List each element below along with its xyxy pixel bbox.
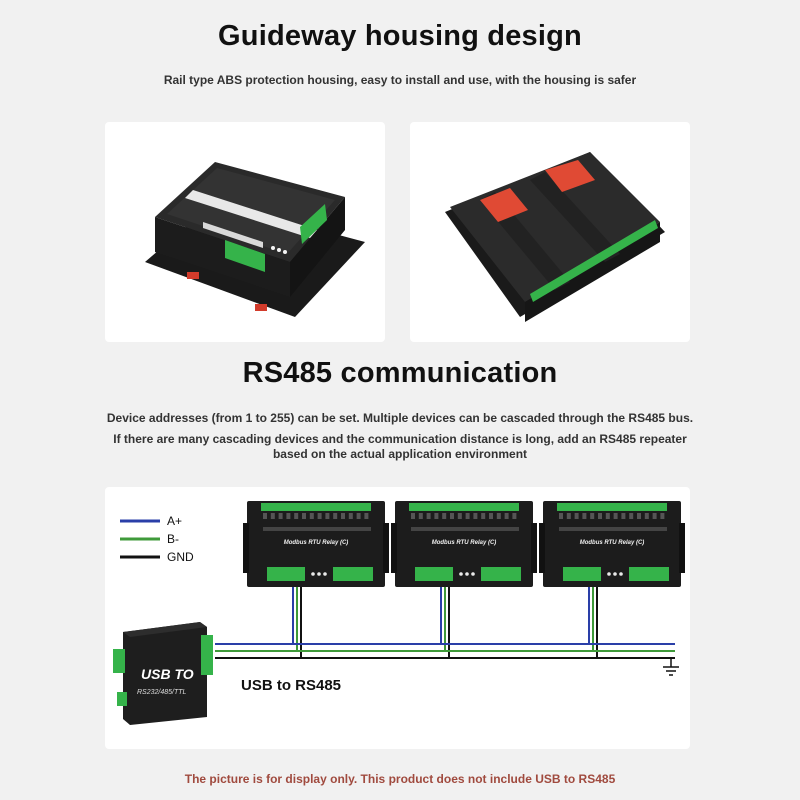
relay-module: Modbus RTU Relay (C) [243, 501, 389, 658]
wire-legend: A+ B- GND [120, 514, 194, 564]
converter-caption: USB to RS485 [241, 677, 341, 694]
relay-module: Modbus RTU Relay (C) [539, 501, 685, 658]
usb-converter: USB TO RS232/485/TTL [113, 622, 213, 725]
section-subtitle-housing: Rail type ABS protection housing, easy t… [163, 73, 637, 87]
converter-label-big: USB TO [141, 666, 194, 682]
section-desc-line2: If there are many cascading devices and … [113, 432, 687, 446]
relay-module-label: Modbus RTU Relay (C) [580, 540, 645, 546]
relay-module-label: Modbus RTU Relay (C) [432, 540, 497, 546]
relay-module: Modbus RTU Relay (C) [391, 501, 537, 658]
product-photo-front [105, 122, 385, 342]
legend-label-b: B- [167, 532, 179, 546]
disclaimer-note: The picture is for display only. This pr… [184, 772, 616, 786]
section-desc-line3: based on the actual application environm… [272, 447, 528, 461]
section-title-housing: Guideway housing design [218, 20, 582, 52]
legend-label-gnd: GND [167, 550, 194, 564]
section-desc-line1: Device addresses (from 1 to 255) can be … [106, 411, 694, 425]
section-title-rs485: RS485 communication [242, 357, 558, 389]
legend-label-a: A+ [167, 514, 182, 528]
converter-label-small: RS232/485/TTL [137, 689, 187, 696]
relay-module-label: Modbus RTU Relay (C) [284, 540, 349, 546]
product-photo-back [410, 122, 690, 342]
rs485-wiring-diagram: A+ B- GND Modbus RTU Relay (C) Modbus RTU… [105, 487, 690, 749]
